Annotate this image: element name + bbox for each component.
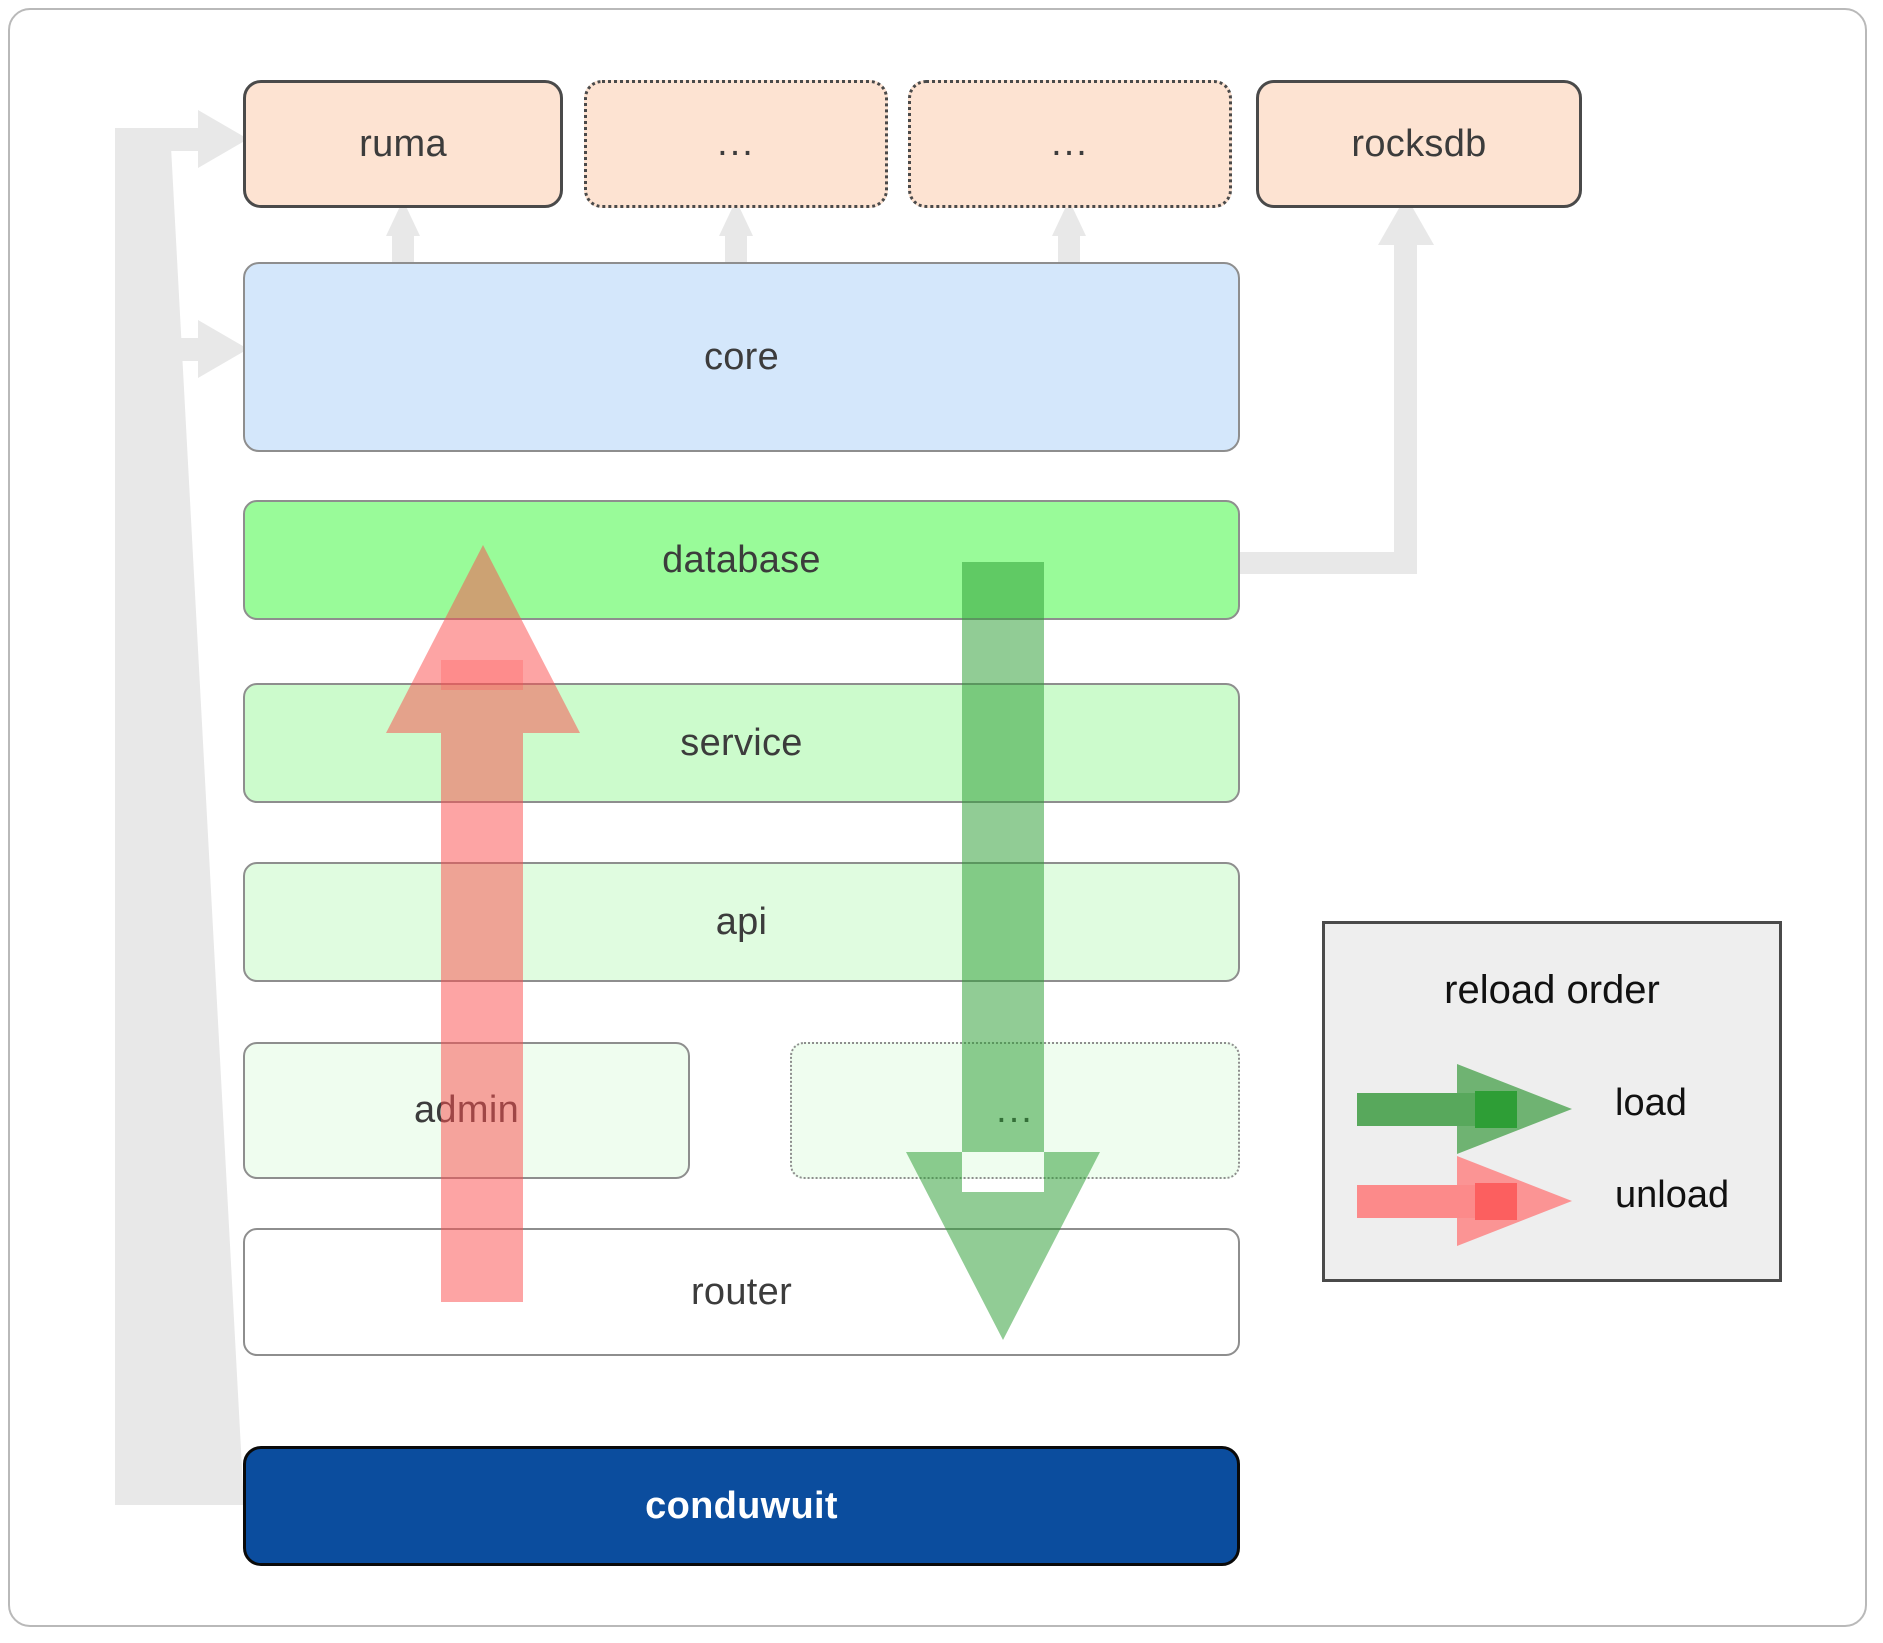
- diagram-frame: [8, 8, 1867, 1627]
- layer-label: router: [690, 1270, 793, 1313]
- layer-box-core[interactable]: core: [243, 262, 1240, 452]
- dependency-label: rocksdb: [1351, 122, 1487, 165]
- legend-load-label: load: [1615, 1082, 1687, 1124]
- layer-label: service: [680, 721, 803, 764]
- layer-label: database: [662, 538, 821, 581]
- layer-box-admin[interactable]: admin: [243, 1042, 690, 1179]
- layer-box-database[interactable]: database: [243, 500, 1240, 620]
- dependency-box-rocksdb[interactable]: rocksdb: [1256, 80, 1582, 208]
- layer-label: ...: [996, 1088, 1034, 1131]
- layer-box-api[interactable]: api: [243, 862, 1240, 982]
- dependency-box-ellipsis-1[interactable]: ...: [584, 80, 888, 208]
- dependency-box-ellipsis-2[interactable]: ...: [908, 80, 1232, 208]
- dependency-box-ruma[interactable]: ruma: [243, 80, 563, 208]
- legend-panel: reload order load unload: [1322, 921, 1782, 1282]
- app-label: conduwuit: [645, 1484, 838, 1527]
- legend-load-arrow-icon: [1357, 1064, 1572, 1154]
- dependency-label: ...: [1051, 122, 1089, 165]
- layer-label: admin: [414, 1089, 519, 1131]
- legend-unload-label: unload: [1615, 1174, 1730, 1216]
- layer-box-router[interactable]: router: [243, 1228, 1240, 1356]
- layer-box-ellipsis[interactable]: ...: [790, 1042, 1240, 1179]
- app-box-conduwuit[interactable]: conduwuit: [243, 1446, 1240, 1566]
- layer-label: core: [703, 335, 780, 378]
- layer-box-service[interactable]: service: [243, 683, 1240, 803]
- dependency-label: ...: [717, 122, 755, 165]
- layer-label: api: [715, 900, 768, 943]
- dependency-label: ruma: [359, 122, 447, 165]
- legend-title: reload order: [1444, 968, 1660, 1012]
- legend-unload-arrow-icon: [1357, 1156, 1572, 1246]
- legend-row-unload: unload: [1325, 1156, 1779, 1246]
- legend-row-load: load: [1325, 1064, 1779, 1154]
